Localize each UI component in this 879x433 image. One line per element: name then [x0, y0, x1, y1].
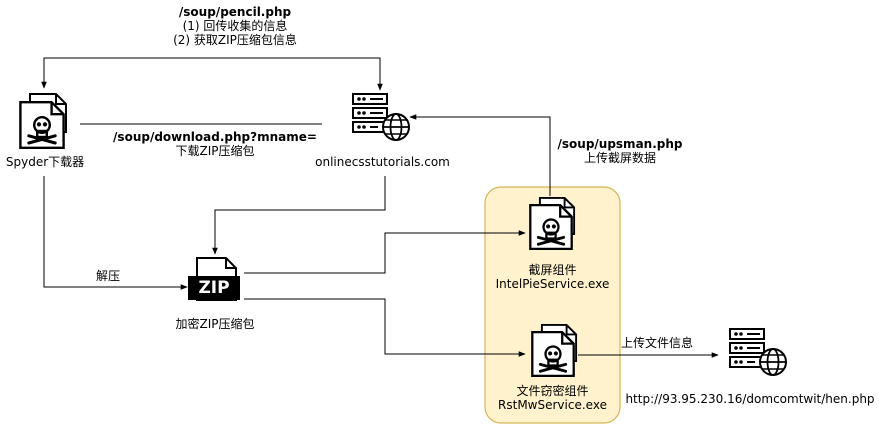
screenshot-exe: IntelPieService.exe	[495, 277, 610, 291]
download-desc: 下载ZIP压缩包	[175, 144, 255, 158]
decompress-label: 解压	[95, 269, 120, 283]
download-endpoint-label: /soup/download.php?mname= 下载ZIP压缩包	[110, 130, 320, 158]
screenshot-title: 截屏组件	[528, 263, 577, 277]
edge-zip-to-screenshot	[244, 230, 526, 274]
components-group	[484, 186, 621, 424]
spyder-label: Spyder下载器	[5, 155, 85, 169]
edge-zip-to-filesteal	[244, 298, 526, 357]
c2-server-globe-icon	[729, 328, 787, 376]
edge-server-to-zip	[212, 176, 386, 255]
filesteal-exe: RstMwService.exe	[498, 398, 607, 412]
c2-url-label: http://93.95.230.16/domcomtwit/hen.php	[625, 392, 875, 406]
filestealer-malware-icon	[530, 323, 578, 378]
upsman-url: /soup/upsman.php	[557, 137, 683, 151]
edge-screenshot-upload	[409, 114, 551, 196]
pencil-url: /soup/pencil.php	[178, 5, 292, 19]
download-url: /soup/download.php?mname=	[113, 130, 317, 144]
spyder-malware-icon	[18, 93, 68, 150]
pencil-endpoint-label: /soup/pencil.php (1) 回传收集的信息 (2) 获取ZIP压缩…	[140, 5, 330, 47]
edge-pencil-loop	[41, 57, 383, 91]
zip-archive-icon	[188, 257, 240, 301]
screenshot-malware-icon	[528, 196, 576, 251]
filesteal-title: 文件窃密组件	[516, 384, 589, 398]
server-globe-icon	[352, 93, 410, 141]
upload-endpoint-label: /soup/upsman.php 上传截屏数据	[550, 137, 690, 165]
filesteal-component-label: 文件窃密组件 RstMwService.exe	[490, 384, 615, 412]
screenshot-component-label: 截屏组件 IntelPieService.exe	[490, 263, 615, 291]
upload-files-label: 上传文件信息	[620, 336, 693, 350]
upsman-desc: 上传截屏数据	[583, 151, 656, 165]
edge-spyder-to-zip	[43, 176, 188, 290]
pencil-step-1: (1) 回传收集的信息	[182, 19, 288, 33]
zip-label: 加密ZIP压缩包	[175, 317, 255, 331]
server-label: onlinecsstutorials.com	[315, 155, 450, 169]
pencil-step-2: (2) 获取ZIP压缩包信息	[173, 33, 297, 47]
zip-icon-text: ZIP	[198, 278, 230, 298]
